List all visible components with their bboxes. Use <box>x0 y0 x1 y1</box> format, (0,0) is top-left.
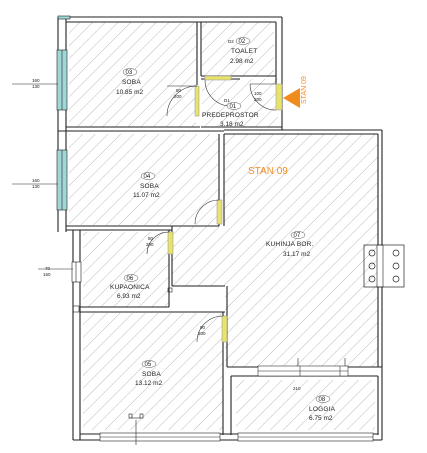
dim-door-soba-03-height: 200 <box>174 94 182 99</box>
dim-window-kupaonica-width: 70 <box>45 266 51 271</box>
dim-door-02: D2 <box>228 39 234 44</box>
room-number: 08 <box>319 397 326 403</box>
entrance-label: STAN 09 <box>301 76 308 104</box>
door-frame-toalet <box>204 75 232 81</box>
room-name: TOALET <box>231 48 257 55</box>
door-swing-soba-05 <box>196 315 224 343</box>
room-name: LOGGIA <box>309 406 336 413</box>
misc-marks <box>12 83 346 445</box>
dim-window-soba-03-width: 160 <box>32 78 40 83</box>
room-name: PREDEPROSTOR <box>202 112 259 119</box>
room-kuhinja-07-area <box>172 134 378 367</box>
room-label-loggia-08: 08 LOGGIA 6.75 m2 <box>309 395 336 422</box>
room-number: 07 <box>294 233 301 239</box>
room-name: SOBA <box>142 371 161 378</box>
room-soba-05-area <box>83 313 223 430</box>
dim-door-kuhinja-width: 80 <box>148 236 154 241</box>
entrance-arrow-icon <box>283 88 300 108</box>
door-swing-entrance <box>249 83 277 111</box>
dim-window-soba-04-width: 160 <box>32 178 40 183</box>
dimension-annotations: 160 130 160 130 70 160 80 200 100 200 80… <box>32 39 301 391</box>
room-name: KUHINJA BOR. <box>266 241 314 248</box>
room-name: SOBA <box>140 183 159 190</box>
room-area: 3.18 m2 <box>220 121 244 128</box>
room-label-predeprostor-01: 01 PREDEPROSTOR 3.18 m2 <box>202 102 259 128</box>
door-swing-kupaonica <box>146 231 170 255</box>
windows <box>56 15 384 442</box>
dim-door-kuhinja-height: 200 <box>146 242 154 247</box>
room-area: 31.17 m2 <box>283 251 310 258</box>
dim-door-soba-05-width: 90 <box>200 325 206 330</box>
dim-window-soba-04-height: 130 <box>32 184 40 189</box>
room-label-soba-03: 03 SOBA 10.85 m2 <box>116 68 143 96</box>
room-number: 05 <box>145 362 152 368</box>
room-predeprostor-01-area <box>202 79 278 127</box>
room-area: 13.12 m2 <box>135 380 162 387</box>
dim-door-entrance-width: 100 <box>254 91 262 96</box>
stove-element <box>363 244 405 288</box>
dim-door-entrance-height: 200 <box>254 97 262 102</box>
door-swing-soba-04 <box>194 199 220 225</box>
door-frame-soba-04 <box>216 199 223 225</box>
room-label-soba-04: 04 SOBA 11.07 m2 <box>133 172 160 199</box>
room-kupaonica-06-area <box>83 232 169 307</box>
window-kuhinja-right <box>376 244 384 288</box>
room-loggia-08-area <box>236 380 375 430</box>
room-area: 6.93 m2 <box>117 293 141 300</box>
room-number: 06 <box>127 276 134 282</box>
door-frame-entrance <box>275 83 283 111</box>
door-frame-kupaonica <box>167 231 174 255</box>
room-number: 01 <box>230 104 237 110</box>
door-frame-soba-05 <box>221 315 228 343</box>
window-kupaonica <box>71 261 82 283</box>
entrance-arrow: STAN 09 <box>283 76 308 108</box>
room-label-toalet-02: 02 TOALET 2.98 m2 <box>230 37 257 65</box>
dim-door-soba-05-height: 200 <box>198 331 206 336</box>
dim-door-01: D1 <box>224 98 230 103</box>
room-soba-04-area <box>69 134 219 225</box>
doors <box>146 75 349 377</box>
room-label-kuhinja-07: 07 KUHINJA BOR. 31.17 m2 <box>266 231 314 258</box>
room-area: 2.98 m2 <box>230 58 254 65</box>
dim-window-kupaonica-height: 160 <box>43 272 51 277</box>
room-hatching <box>69 22 378 430</box>
room-name: KUPAONICA <box>110 284 150 291</box>
room-number: 02 <box>239 39 246 45</box>
room-label-soba-05: 05 SOBA 13.12 m2 <box>135 360 162 387</box>
room-number: 04 <box>144 174 151 180</box>
dim-door-loggia: 210 <box>293 386 301 391</box>
room-area: 10.85 m2 <box>116 89 143 96</box>
room-number: 03 <box>126 70 133 76</box>
room-area: 11.07 m2 <box>133 192 160 199</box>
room-toalet-02-area <box>202 22 274 77</box>
unit-title: STAN 09 <box>248 166 288 177</box>
room-area: 6.75 m2 <box>309 415 333 422</box>
room-label-kupaonica-06: 06 KUPAONICA 6.93 m2 <box>110 274 150 300</box>
window-top-left <box>57 15 71 20</box>
dim-window-soba-03-height: 130 <box>32 84 40 89</box>
door-frame-soba-03 <box>194 85 200 117</box>
door-swing-soba-03 <box>166 85 198 117</box>
room-name: SOBA <box>122 79 141 86</box>
dim-door-soba-03-width: 80 <box>176 88 182 93</box>
